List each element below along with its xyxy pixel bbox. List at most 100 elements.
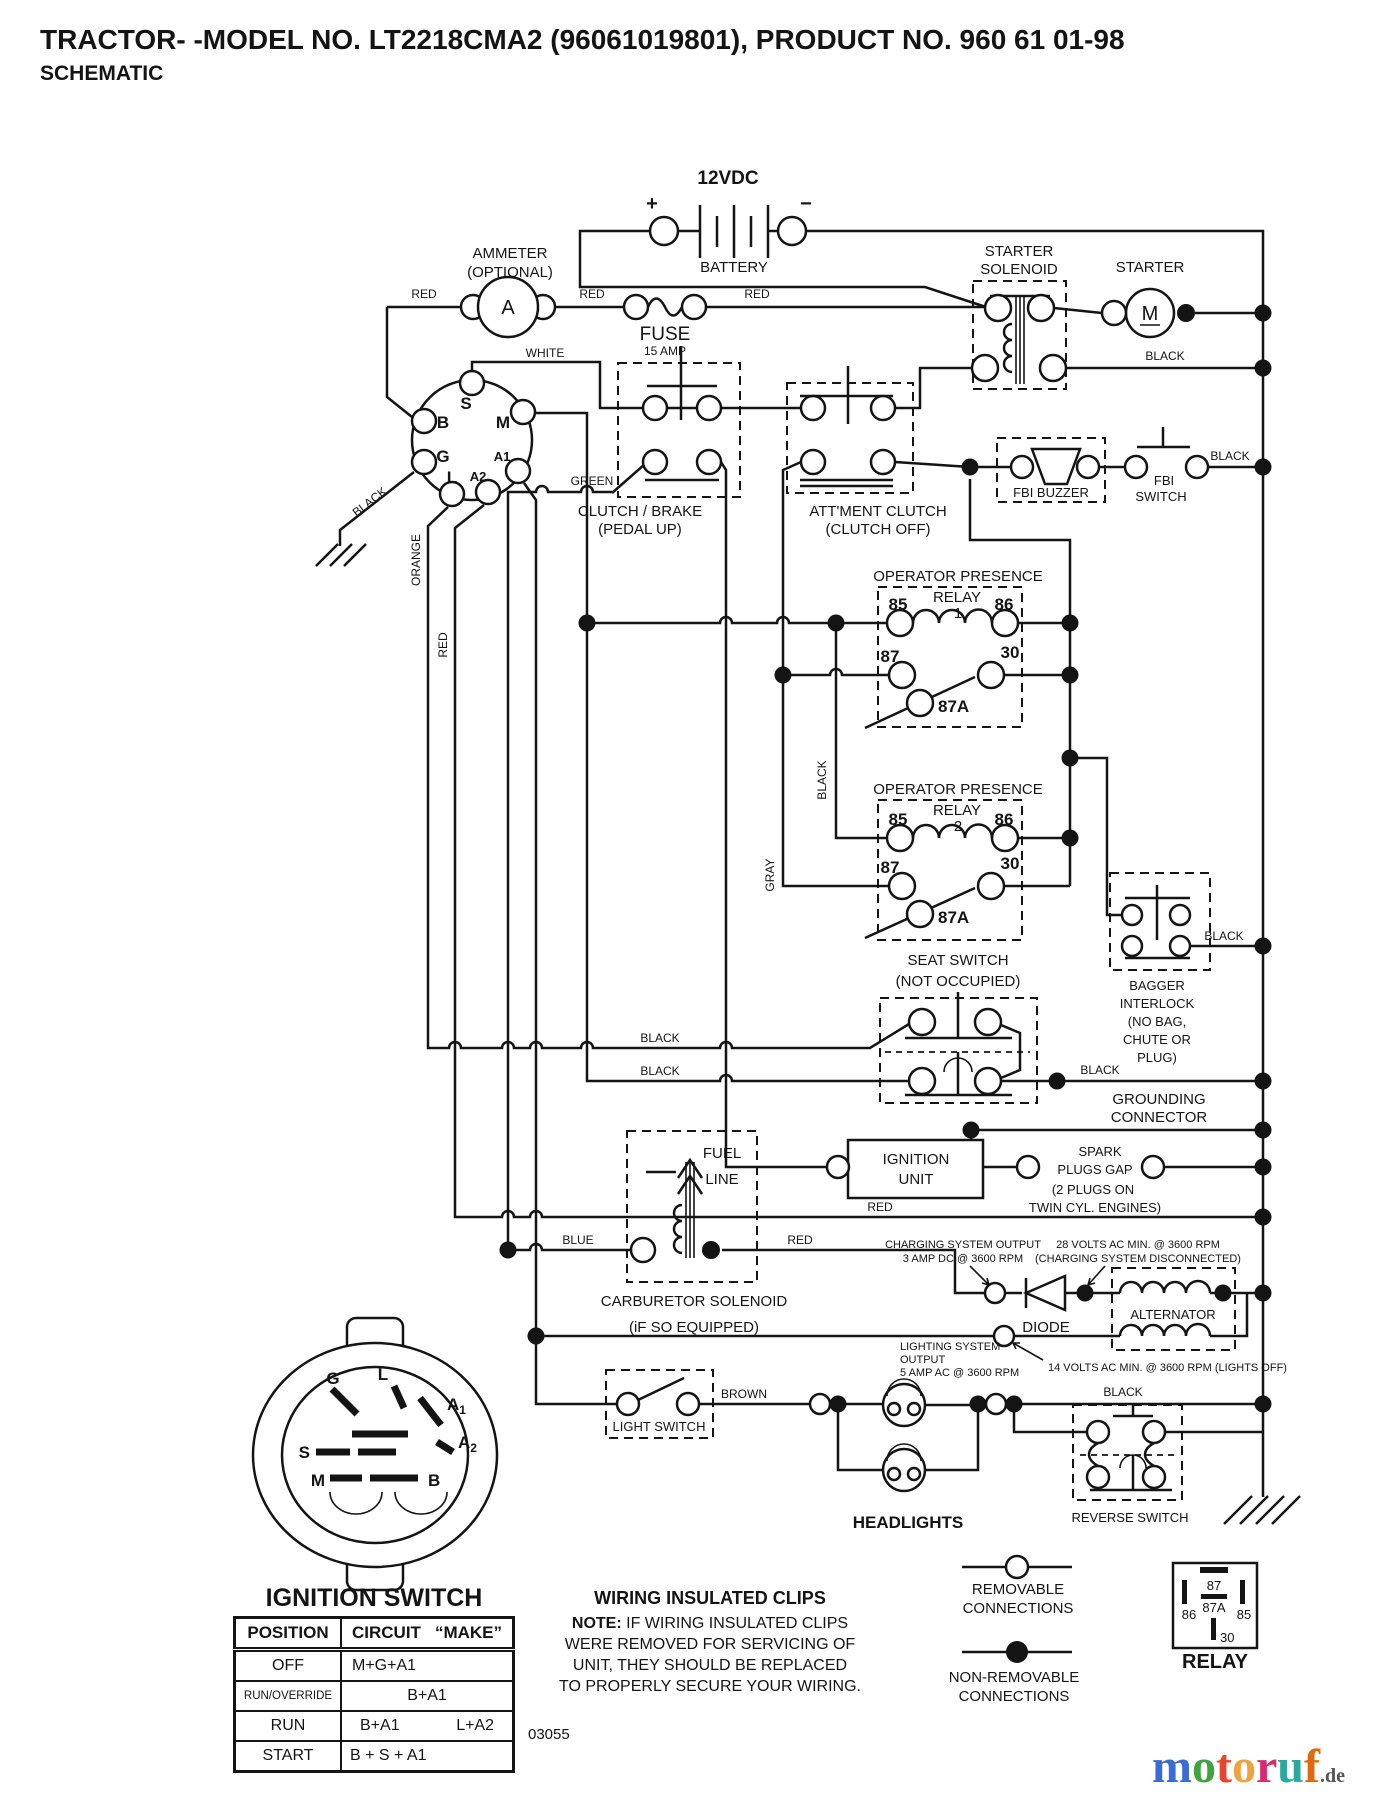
wire-label-black-starter: BLACK — [1145, 349, 1184, 363]
wire-label-black-seat: BLACK — [1080, 1063, 1119, 1077]
wire-label-black-vert: BLACK — [815, 760, 829, 799]
key-term-g: G — [436, 447, 449, 466]
table-header-make: “MAKE” — [434, 1623, 502, 1642]
row-start-circuit: B + S + A1 — [340, 1740, 515, 1773]
starter-solenoid-l1: STARTER — [985, 243, 1054, 260]
starter-symbol: M — [1142, 303, 1159, 325]
battery-minus-sign: − — [800, 193, 812, 215]
legend-relay-86: 86 — [1182, 1607, 1196, 1622]
charging-l2: 3 AMP DC @ 3600 RPM — [903, 1253, 1023, 1265]
fuel-l1: FUEL — [703, 1145, 741, 1162]
wire-label-white: WHITE — [526, 346, 565, 360]
legend-non-removable: NON-REMOVABLE CONNECTIONS — [949, 1641, 1080, 1705]
legend-relay: 87 87A 86 85 30 RELAY — [1171, 1561, 1259, 1673]
clips-l1: IF WIRING INSULATED CLIPS — [621, 1615, 849, 1632]
starter-name: STARTER — [1116, 259, 1185, 276]
wire-label-black-row2: BLACK — [640, 1064, 679, 1078]
relay1-p30: 30 — [1001, 643, 1020, 662]
grounding-connector: GROUNDING CONNECTOR — [1111, 1091, 1208, 1126]
drawing-code: 03055 — [528, 1726, 570, 1743]
ammeter-optional: (OPTIONAL) — [467, 264, 553, 281]
fbi-switch-l2: SWITCH — [1135, 489, 1186, 504]
ignition-unit-l2: UNIT — [899, 1171, 934, 1188]
ignition-switch-connector: G L A1 A2 S M B IGNITION SWITCH — [251, 1316, 499, 1612]
battery-plus-sign: + — [646, 193, 658, 215]
relay1-subtitle: RELAY — [933, 589, 981, 606]
bagger-l2: INTERLOCK — [1120, 996, 1195, 1011]
spark-l3: (2 PLUGS ON — [1052, 1182, 1134, 1197]
lighting-l2: OUTPUT — [900, 1354, 946, 1366]
seat-switch-l1: SEAT SWITCH — [907, 952, 1008, 969]
wire-label-green: GREEN — [571, 474, 614, 488]
table-row: OFF M+G+A1 — [233, 1648, 515, 1682]
reverse-switch: REVERSE SWITCH — [1071, 1404, 1189, 1525]
page-subtitle: SCHEMATIC — [40, 62, 164, 85]
wire-label-black-fbi: BLACK — [1210, 449, 1249, 463]
diode: DIODE — [983, 1274, 1070, 1336]
battery-label: BATTERY — [700, 259, 768, 276]
wire-label-blue: BLUE — [562, 1233, 593, 1247]
clutch-brake-l2: (PEDAL UP) — [598, 521, 682, 538]
wire-label-gray: GRAY — [763, 858, 777, 891]
connector-a2: A2 — [458, 1433, 477, 1455]
ground-symbol-right — [1223, 1495, 1301, 1525]
bagger-l1: BAGGER — [1129, 978, 1185, 993]
relay2-p30: 30 — [1001, 854, 1020, 873]
attachment-clutch-switch: ATT'MENT CLUTCH (CLUTCH OFF) — [786, 366, 947, 538]
ammeter-name: AMMETER — [473, 245, 548, 262]
watermark: motoruf.de — [1152, 1740, 1345, 1793]
bagger-l4: CHUTE OR — [1123, 1032, 1191, 1047]
wire-white — [470, 360, 643, 410]
fbi-switch: FBI SWITCH BLACK — [1123, 427, 1250, 504]
connector-m: M — [311, 1471, 325, 1490]
lighting-l1: LIGHTING SYSTEM — [900, 1341, 1000, 1353]
charging-min-l1: 28 VOLTS AC MIN. @ 3600 RPM — [1056, 1239, 1220, 1251]
page-title: TRACTOR- -MODEL NO. LT2218CMA2 (96061019… — [40, 24, 1125, 55]
key-term-a1: A1 — [494, 449, 511, 464]
wire-label-red-1: RED — [411, 287, 437, 301]
operator-presence-relay-1: OPERATOR PRESENCE RELAY 1 85 86 87 30 87… — [864, 568, 1043, 730]
bagger-l5: PLUG) — [1137, 1050, 1177, 1065]
relay1-p87: 87 — [881, 647, 900, 666]
wire-label-red-low: RED — [867, 1200, 893, 1214]
charging-l1: CHARGING SYSTEM OUTPUT — [885, 1239, 1041, 1251]
reverse-switch-label: REVERSE SWITCH — [1071, 1510, 1188, 1525]
ammeter: AMMETER (OPTIONAL) A RED RED RED — [411, 245, 770, 339]
wire-label-red-2: RED — [579, 287, 605, 301]
alternator-label: ALTERNATOR — [1130, 1307, 1215, 1322]
wire-to-key-B — [385, 307, 413, 418]
bagger-interlock: BAGGER INTERLOCK (NO BAG, CHUTE OR PLUG)… — [1109, 872, 1244, 1065]
battery: 12VDC + − BATTERY — [646, 168, 812, 276]
attachment-clutch-l1: ATT'MENT CLUTCH — [809, 503, 946, 520]
row-start-pos: START — [233, 1740, 342, 1773]
legend-relay-label: RELAY — [1182, 1651, 1249, 1673]
operator-presence-relay-2: OPERATOR PRESENCE RELAY 2 85 86 87 30 87… — [864, 781, 1043, 941]
table-row: RUN B+A1 L+A2 — [233, 1710, 515, 1742]
fuel-line-carburetor-solenoid: FUEL LINE CARBURETOR SOLENOID (iF SO EQU… — [562, 1130, 893, 1336]
carb-l1: CARBURETOR SOLENOID — [601, 1293, 788, 1310]
headlights: HEADLIGHTS — [808, 1378, 1008, 1532]
ignition-unit: IGNITION UNIT — [825, 1138, 985, 1200]
fbi-buzzer: FBI BUZZER — [996, 437, 1106, 503]
clips-line-2: WERE REMOVED FOR SERVICING OF — [564, 1636, 856, 1653]
wire-label-black-bagger: BLACK — [1204, 929, 1243, 943]
spark-plugs: SPARK PLUGS GAP (2 PLUGS ON TWIN CYL. EN… — [1015, 1144, 1166, 1215]
legend-relay-85: 85 — [1237, 1607, 1251, 1622]
legend-non-removable-l1: NON-REMOVABLE — [949, 1669, 1080, 1686]
key-term-a2: A2 — [470, 469, 487, 484]
seat-switch-l2: (NOT OCCUPIED) — [896, 973, 1021, 990]
grounding-l1: GROUNDING — [1112, 1091, 1205, 1108]
relay2-subtitle: RELAY — [933, 802, 981, 819]
wire-red-long — [453, 504, 1263, 1219]
fbi-switch-l1: FBI — [1154, 473, 1174, 488]
clutch-brake-switch: CLUTCH / BRAKE (PEDAL UP) GREEN WHITE — [526, 346, 741, 538]
legend-removable-l2: CONNECTIONS — [963, 1600, 1074, 1617]
row-runoverride-circuit: B+A1 — [340, 1680, 515, 1712]
row-run-circuit-1: B+A1 — [360, 1717, 400, 1734]
relay1-p87a: 87A — [938, 697, 969, 716]
clutch-brake-l1: CLUTCH / BRAKE — [578, 503, 702, 520]
key-term-l: L — [447, 468, 457, 487]
wiring — [338, 229, 1265, 1497]
connector-b: B — [428, 1471, 440, 1490]
